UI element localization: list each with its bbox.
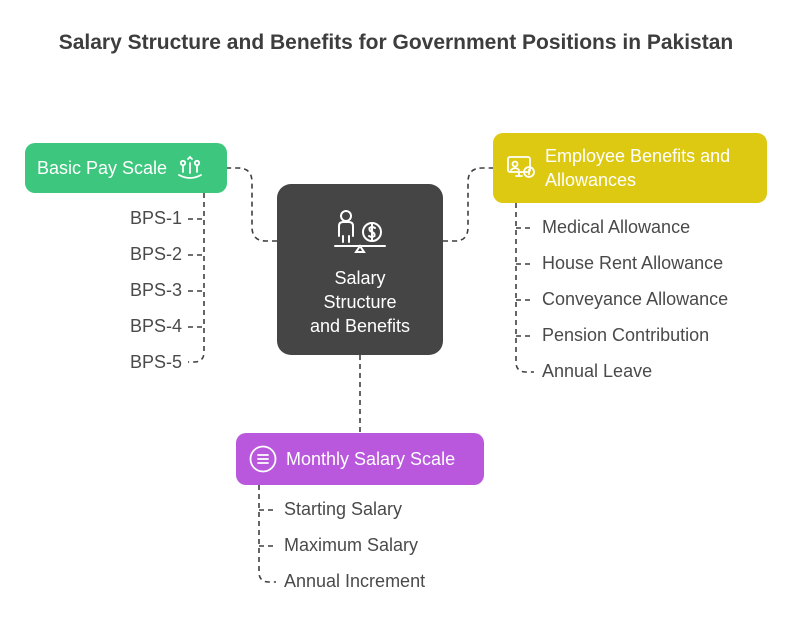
list-item: BPS-1: [129, 208, 182, 228]
basic-pay-scale-node[interactable]: Basic Pay Scale: [25, 143, 227, 193]
list-item: BPS-4: [129, 316, 182, 336]
list-item: BPS-5: [129, 352, 182, 372]
monthly-salary-scale-node[interactable]: Monthly Salary Scale: [236, 433, 484, 485]
list-item: Starting Salary: [284, 499, 403, 519]
basic-pay-scale-label: Basic Pay Scale: [37, 157, 168, 178]
center-label-line-1: Salary: [334, 267, 386, 288]
center-label-line-2: Structure: [323, 291, 397, 312]
monthly-salary-scale-label: Monthly Salary Scale: [286, 448, 456, 469]
employee-benefits-label-line-1: Employee Benefits and: [545, 146, 731, 166]
employee-benefits-node[interactable]: Employee Benefits and Allowances: [493, 133, 767, 203]
salary-structure-center-node[interactable]: Salary Structure and Benefits: [277, 184, 443, 355]
center-label-line-3: and Benefits: [309, 315, 411, 336]
list-item: Conveyance Allowance: [542, 289, 729, 309]
list-item: House Rent Allowance: [542, 253, 724, 273]
list-item: Medical Allowance: [542, 217, 691, 237]
money-growth-icon: [178, 155, 202, 179]
page-title: Salary Structure and Benefits for Govern…: [58, 31, 734, 54]
list-item: BPS-2: [129, 244, 182, 264]
center-label: Salary Structure and Benefits: [310, 266, 410, 338]
employee-benefits-label-line-2: Allowances: [545, 170, 637, 190]
person-money-scale-icon: [334, 209, 386, 253]
employee-benefits-label: Employee Benefits and Allowances: [545, 144, 730, 192]
benefits-monitor-icon: [507, 156, 535, 178]
list-item: Pension Contribution: [542, 325, 710, 345]
list-item: Annual Increment: [284, 571, 426, 591]
list-item: Maximum Salary: [284, 535, 419, 555]
list-item: BPS-3: [129, 280, 182, 300]
list-item: Annual Leave: [542, 361, 653, 381]
menu-circle-icon: [249, 445, 277, 473]
